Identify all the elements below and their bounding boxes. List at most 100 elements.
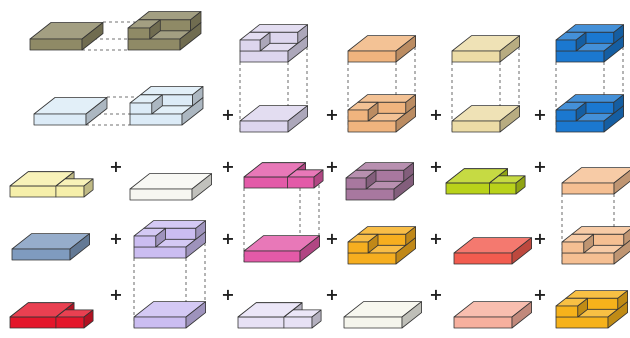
front-step-front-face <box>556 40 576 51</box>
cube-front-face <box>284 317 312 328</box>
block-magenta-top <box>244 163 323 188</box>
cube-front-face <box>56 186 84 197</box>
slab-front-face <box>240 51 288 62</box>
slab-front-face <box>452 121 500 132</box>
front-step-front-face <box>556 306 578 317</box>
plus-sign: + <box>429 157 442 176</box>
long-bar-front-face <box>244 177 287 188</box>
front-step-front-face <box>556 110 576 121</box>
plus-sign: + <box>221 157 234 176</box>
slab-front-face <box>454 253 512 264</box>
block-lilac-top <box>134 221 206 258</box>
block-lavender-bottom <box>240 106 308 132</box>
plus-sign: + <box>221 285 234 304</box>
plus-sign: + <box>325 157 338 176</box>
slab-front-face <box>562 253 614 264</box>
long-bar-front-face <box>10 317 56 328</box>
long-bar-front-face <box>10 186 56 197</box>
slab-front-face <box>128 39 180 50</box>
slab-front-face <box>452 51 500 62</box>
plus-sign: + <box>533 285 546 304</box>
block-peach-top <box>348 36 416 62</box>
slab-front-face <box>346 189 394 200</box>
block-r1-olive-flat <box>30 23 103 51</box>
block-lilac-bottom <box>134 302 206 328</box>
front-step-front-face <box>130 103 152 114</box>
cube-front-face <box>489 183 516 194</box>
slab-front-face <box>240 121 288 132</box>
long-bar-front-face <box>238 317 284 328</box>
long-bar-front-face <box>446 183 489 194</box>
block-peach-bottom <box>348 95 416 132</box>
block-blue-top <box>556 25 624 62</box>
slab-front-face <box>244 251 300 262</box>
slab-front-face <box>556 317 608 328</box>
rear-step-top-face <box>566 291 628 299</box>
block-steel-flat <box>12 234 90 260</box>
front-step-front-face <box>346 178 366 189</box>
plus-sign: + <box>429 229 442 248</box>
plus-sign: + <box>109 157 122 176</box>
block-lavender-top <box>240 25 308 62</box>
plus-sign: + <box>533 157 546 176</box>
cube-front-face <box>56 317 84 328</box>
slab-front-face <box>348 253 396 264</box>
plus-sign: + <box>429 285 442 304</box>
block-lime-L <box>446 169 525 194</box>
front-step-front-face <box>128 28 150 39</box>
slab-front-face <box>454 317 512 328</box>
slab-front-face <box>556 121 604 132</box>
front-step-front-face <box>240 40 260 51</box>
block-r1-olive-notch <box>128 12 201 51</box>
slab-front-face <box>134 317 186 328</box>
front-step-front-face <box>562 242 584 253</box>
plus-sign: + <box>429 105 442 124</box>
slab-front-face <box>34 114 86 125</box>
block-white-flat <box>130 174 212 200</box>
plus-sign: + <box>325 285 338 304</box>
slab-front-face <box>344 317 402 328</box>
slab-front-face <box>348 121 396 132</box>
block-r2-ice-flat <box>34 98 107 126</box>
block-cream-L <box>10 172 93 197</box>
front-step-front-face <box>348 242 368 253</box>
block-lightpeach-bottom <box>562 227 630 264</box>
plus-sign: + <box>325 105 338 124</box>
plus-sign: + <box>109 229 122 248</box>
front-step-front-face <box>134 236 156 247</box>
plus-sign: + <box>325 229 338 248</box>
block-orange-notch <box>348 227 416 264</box>
block-magenta-bottom <box>244 236 320 262</box>
slab-front-face <box>130 189 192 200</box>
block-mauve-notch <box>346 163 414 200</box>
block-coral-flat <box>454 238 532 264</box>
plus-sign: + <box>221 105 234 124</box>
slab-front-face <box>556 51 604 62</box>
front-step-front-face <box>348 110 368 121</box>
plus-sign: + <box>221 229 234 248</box>
slab-front-face <box>562 183 614 194</box>
block-gold-notch <box>556 291 628 328</box>
block-blue-bottom <box>556 95 624 132</box>
block-sand-top <box>452 36 520 62</box>
block-r2-ice-notch <box>130 87 203 126</box>
slab-front-face <box>30 39 82 50</box>
block-sand-bottom <box>452 106 520 132</box>
plus-sign: + <box>533 105 546 124</box>
slab-front-face <box>348 51 396 62</box>
slab-front-face <box>134 247 186 258</box>
block-lightpeach-top <box>562 168 630 194</box>
rear-step-top-face <box>572 227 630 235</box>
block-red-L <box>10 303 93 328</box>
plus-sign: + <box>109 285 122 304</box>
slab-front-face <box>130 114 182 125</box>
block-ivory-flat <box>344 302 422 328</box>
block-salmon-flat <box>454 302 532 328</box>
rear-step-top-face <box>144 221 206 229</box>
slab-front-face <box>12 249 70 260</box>
plus-sign: + <box>533 229 546 248</box>
block-palelilac-L <box>238 303 321 328</box>
cube-front-face <box>287 177 314 188</box>
